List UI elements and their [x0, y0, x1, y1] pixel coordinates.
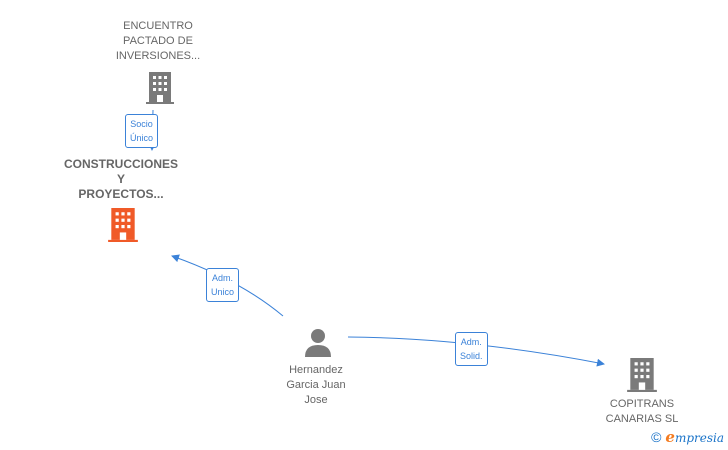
empresia-brand: © empresia	[651, 428, 724, 446]
node-label-construcciones[interactable]: CONSTRUCCIONES Y PROYECTOS...	[63, 157, 178, 201]
edge-label-adm-solid[interactable]: Adm. Solid.	[455, 332, 488, 366]
node-label-copitrans[interactable]: COPITRANS CANARIAS SL	[605, 398, 679, 425]
building-icon[interactable]	[627, 358, 657, 392]
node-label-encuentro[interactable]: ENCUENTRO PACTADO DE INVERSIONES...	[115, 20, 201, 62]
empresia-logo[interactable]: empresia	[665, 428, 724, 446]
person-icon[interactable]	[303, 328, 333, 358]
copyright-symbol: ©	[651, 429, 662, 445]
edge-label-socio-unico[interactable]: Socio Único	[125, 114, 159, 148]
node-label-hernandez[interactable]: Hernandez Garcia Juan Jose	[286, 364, 346, 406]
building-icon[interactable]	[146, 72, 174, 104]
building-icon-highlighted[interactable]	[108, 208, 138, 242]
edge-label-adm-unico[interactable]: Adm. Unico	[206, 268, 240, 302]
